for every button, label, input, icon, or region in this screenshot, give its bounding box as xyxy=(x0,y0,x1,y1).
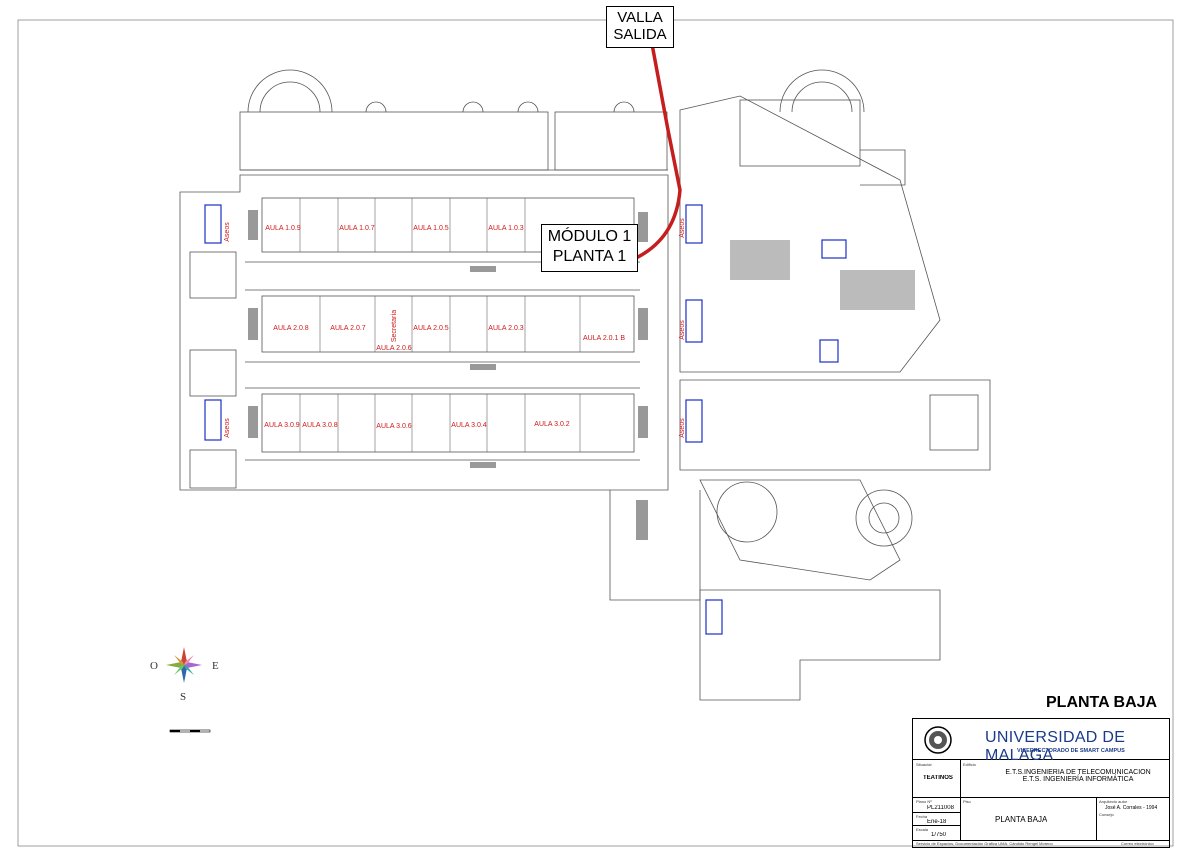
room-label: AULA 1.0.9 xyxy=(265,225,301,232)
room-label: AULA 2.0.5 xyxy=(413,325,449,332)
compass-needle xyxy=(181,647,187,665)
aseos-label: Aseos xyxy=(679,320,686,340)
compass-needle xyxy=(174,665,184,675)
consejo-label: Consejo xyxy=(1099,812,1114,817)
title-block: UNIVERSIDAD DE MALAGA VICERRECTORADO DE … xyxy=(912,718,1170,848)
wc-blocks xyxy=(204,204,847,635)
compass-needle xyxy=(174,655,184,665)
edificio-value: E.T.S.INGENIERÍA DE TELECOMUNICACIÓN E.T… xyxy=(993,769,1163,783)
room-labels: AULA 1.0.9 AULA 1.0.7 AULA 1.0.5 AULA 1.… xyxy=(224,218,686,438)
room-label: AULA 3.0.9 xyxy=(264,422,300,429)
compass-needle xyxy=(184,665,194,675)
compass-east: E xyxy=(212,660,219,672)
stair-blocks xyxy=(248,210,915,540)
compass-needle xyxy=(184,662,202,668)
compass-needle xyxy=(181,665,187,683)
module-callout-line: MÓDULO 1 xyxy=(547,228,632,245)
room-label: AULA 3.0.4 xyxy=(451,422,487,429)
footer-email: Correo electrónico xyxy=(1121,841,1154,846)
compass-rose: O E S xyxy=(150,647,219,703)
university-name: UNIVERSIDAD DE MALAGA xyxy=(985,729,1126,764)
room-label: AULA 2.0.8 xyxy=(273,325,309,332)
situacion-value: TEATINOS xyxy=(923,775,953,781)
room-label: AULA 1.0.5 xyxy=(413,225,449,232)
arquitecto-value: José A. Corrales - 1994 xyxy=(1105,805,1158,811)
edificio-line: E.T.S. INGENIERÍA INFORMÁTICA xyxy=(1022,776,1134,783)
module-callout-line: PLANTA 1 xyxy=(552,248,627,265)
room-label: AULA 2.0.6 xyxy=(376,345,412,352)
escala-label: Escala xyxy=(916,827,929,832)
piso-label: Piso xyxy=(963,799,971,804)
footer-credit: Servicio de Espacios, Documentación Gráf… xyxy=(916,841,1053,846)
plano-value: PL211008 xyxy=(927,805,954,811)
piso-value: PLANTA BAJA xyxy=(995,815,1048,824)
room-label: AULA 2.0.7 xyxy=(330,325,366,332)
building-outline xyxy=(179,69,991,701)
secretaria-label: Secretaría xyxy=(391,310,398,342)
aseos-label: Aseos xyxy=(679,418,686,438)
university-seal xyxy=(924,726,952,754)
sheet-border xyxy=(17,19,1174,847)
room-label: AULA 1.0.3 xyxy=(488,225,524,232)
edificio-line: E.T.S.INGENIERÍA DE TELECOMUNICACIÓN xyxy=(1005,769,1151,776)
room-label: AULA 2.0.3 xyxy=(488,325,524,332)
room-label: AULA 1.0.7 xyxy=(339,225,375,232)
fecha-label: Fecha xyxy=(916,814,928,819)
exit-callout-line: SALIDA xyxy=(613,26,667,43)
vicerrectorado: VICERRECTORADO DE SMART CAMPUS xyxy=(1017,748,1125,754)
room-label: AULA 3.0.2 xyxy=(534,421,570,428)
plan-title: PLANTA BAJA xyxy=(1046,694,1158,711)
compass-needle xyxy=(166,662,184,668)
compass-south: S xyxy=(180,691,186,703)
fecha-value: Ene-18 xyxy=(927,819,947,825)
compass-west: O xyxy=(150,660,158,672)
exit-callout: VALLA SALIDA xyxy=(606,6,674,48)
aseos-label: Aseos xyxy=(679,218,686,238)
module-callout: MÓDULO 1 PLANTA 1 xyxy=(541,224,638,272)
situacion-label: Situación xyxy=(916,762,933,767)
room-label: AULA 3.0.8 xyxy=(302,422,338,429)
exit-callout-line: VALLA xyxy=(617,9,663,26)
aseos-label: Aseos xyxy=(224,222,231,242)
compass-needle xyxy=(184,655,194,665)
aseos-label: Aseos xyxy=(224,418,231,438)
exit-route xyxy=(634,42,682,260)
edificio-label: Edificio xyxy=(963,762,976,767)
plano-label: Plano Nº xyxy=(916,799,932,804)
escala-value: 1/750 xyxy=(931,832,947,838)
room-partitions xyxy=(299,198,581,452)
room-label: AULA 3.0.6 xyxy=(376,423,412,430)
room-label: AULA 2.0.1 B xyxy=(583,335,625,342)
scale-bar xyxy=(169,729,211,733)
arquitecto-label: Arquitecto autor xyxy=(1099,799,1128,804)
